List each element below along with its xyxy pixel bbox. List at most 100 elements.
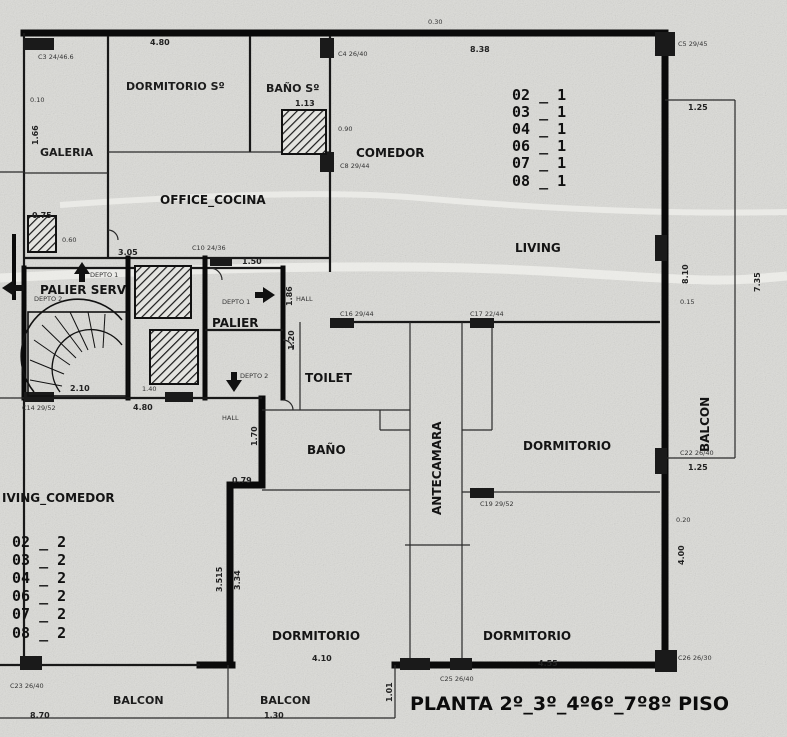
label-dormitorio-3: DORMITORIO	[483, 629, 571, 643]
dim-870: 8.70	[30, 711, 50, 720]
dimension-labels: 4.80 8.38 1.13 0.75 3.05 1.50 2.10 4.80 …	[30, 18, 762, 720]
col-c25: C25 26/40	[440, 675, 474, 683]
dim-410: 4.10	[312, 654, 332, 663]
dim-810: 8.10	[681, 264, 690, 284]
arrow-up-icon	[74, 262, 90, 282]
unit-left-5: 08 _ 2	[12, 624, 66, 642]
col-c10: C10 24/36	[192, 244, 226, 252]
dim-020-a: 0.20	[676, 516, 690, 524]
unit-left-1: 03 _ 2	[12, 551, 66, 569]
unit-top-0: 02 _ 1	[512, 86, 566, 104]
column-tags: C3 24/46.6 C4 26/40 C5 29/45 C8 29/44 C1…	[10, 40, 714, 690]
dim-113: 1.13	[295, 99, 315, 108]
plan-title: PLANTA 2º_3º_4º6º_7º8º PISO	[410, 693, 729, 715]
dim-015-a: 0.15	[680, 298, 694, 306]
col-c14: C14 29/52	[22, 404, 56, 412]
dim-130: 1.30	[264, 711, 284, 720]
stair-notes: DEPTO 1 DEPTO 2 DEPTO 1 DEPTO 2	[34, 271, 268, 380]
unit-left-4: 07 _ 2	[12, 605, 66, 623]
unit-left-0: 02 _ 2	[12, 533, 66, 551]
label-bano-servicio: BAÑO Sº	[266, 82, 319, 95]
dim-400: 4.00	[677, 545, 686, 565]
arrow-down-icon	[226, 372, 242, 392]
label-dormitorio-2: DORMITORIO	[272, 629, 360, 643]
dim-030-a: 0.30	[428, 18, 442, 26]
label-balcon-right: BALCON	[698, 397, 712, 452]
direction-arrows	[2, 262, 275, 392]
dim-090-a: 0.90	[338, 125, 352, 133]
dim-735: 7.35	[753, 272, 762, 292]
dim-120: 1.20	[287, 330, 296, 350]
dim-060-a: 0.60	[62, 236, 76, 244]
label-balcon-1: BALCON	[113, 694, 164, 707]
dim-079: 0.79	[232, 476, 252, 485]
label-antecamara: ANTECAMARA	[430, 421, 444, 515]
col-c17: C17 22/44	[470, 310, 504, 318]
label-galeria: GALERIA	[40, 146, 94, 159]
col-c5: C5 29/45	[678, 40, 707, 48]
dim-125-top: 1.25	[688, 103, 708, 112]
dim-480-top: 4.80	[150, 38, 170, 47]
unit-top-3: 06 _ 1	[512, 137, 566, 155]
dim-480-mid: 4.80	[133, 403, 153, 412]
note-depto1b: DEPTO 1	[222, 298, 250, 306]
col-c19: C19 29/52	[480, 500, 514, 508]
arrow-right-icon	[255, 287, 275, 303]
label-bano: BAÑO	[307, 442, 346, 457]
dim-125-bot: 1.25	[688, 463, 708, 472]
dim-305: 3.05	[118, 248, 138, 257]
dim-334: 3.34	[233, 570, 242, 590]
label-dormitorio-1: DORMITORIO	[523, 439, 611, 453]
label-balcon-2: BALCON	[260, 694, 311, 707]
note-depto2b: DEPTO 2	[240, 372, 268, 380]
dim-210: 2.10	[70, 384, 90, 393]
room-labels: DORMITORIO Sº BAÑO Sº GALERIA COMEDOR OF…	[2, 80, 712, 707]
note-depto1: DEPTO 1	[90, 271, 118, 279]
unit-list-left: 02 _ 2 03 _ 2 04 _ 2 06 _ 2 07 _ 2 08 _ …	[12, 533, 66, 642]
label-office-cocina: OFFICE_COCINA	[160, 193, 266, 208]
unit-top-2: 04 _ 1	[512, 120, 566, 138]
dim-166: 1.66	[31, 125, 40, 145]
dim-150: 1.50	[242, 257, 262, 266]
dim-455: 4.55	[538, 659, 558, 668]
col-c22: C22 26/40	[680, 449, 714, 457]
dim-140-a: 1.40	[142, 385, 156, 393]
unit-left-3: 06 _ 2	[12, 587, 66, 605]
col-c26: C26 26/30	[678, 654, 712, 662]
dim-838: 8.38	[470, 45, 490, 54]
door-swings	[107, 229, 294, 411]
unit-list-top: 02 _ 1 03 _ 1 04 _ 1 06 _ 1 07 _ 1 08 _ …	[512, 86, 566, 190]
label-comedor: COMEDOR	[356, 146, 425, 160]
dim-101: 1.01	[385, 682, 394, 702]
col-c8: C8 29/44	[340, 162, 369, 170]
structural-columns	[20, 32, 677, 672]
label-palier-serv: PALIER SERV	[40, 283, 127, 297]
hatched-shafts	[27, 109, 327, 385]
dim-3515: 3.515	[215, 566, 224, 592]
stair-spiral	[20, 298, 129, 397]
dim-170: 1.70	[250, 426, 259, 446]
unit-top-1: 03 _ 1	[512, 103, 566, 121]
col-c16: C16 29/44	[340, 310, 374, 318]
dim-075: 0.75	[32, 211, 52, 220]
label-living: LIVING	[515, 241, 561, 255]
note-depto2: DEPTO 2	[34, 295, 62, 303]
label-toilet: TOILET	[305, 371, 353, 385]
arrow-left-icon	[2, 280, 24, 296]
unit-left-2: 04 _ 2	[12, 569, 66, 587]
label-palier: PALIER	[212, 316, 259, 330]
dim-186: 1.86	[285, 286, 294, 306]
dim-010-a: 0.10	[30, 96, 44, 104]
unit-top-5: 08 _ 1	[512, 172, 566, 190]
label-hall-2: HALL	[222, 414, 239, 422]
col-c23: C23 26/40	[10, 682, 44, 690]
label-living-comedor: IVING_COMEDOR	[2, 491, 115, 506]
col-c4: C4 26/40	[338, 50, 367, 58]
unit-top-4: 07 _ 1	[512, 154, 566, 172]
paper-fold-line	[59, 191, 787, 216]
label-hall-1: HALL	[296, 295, 313, 303]
col-c3: C3 24/46.6	[38, 53, 74, 61]
label-dormitorio-servicio: DORMITORIO Sº	[126, 80, 225, 93]
